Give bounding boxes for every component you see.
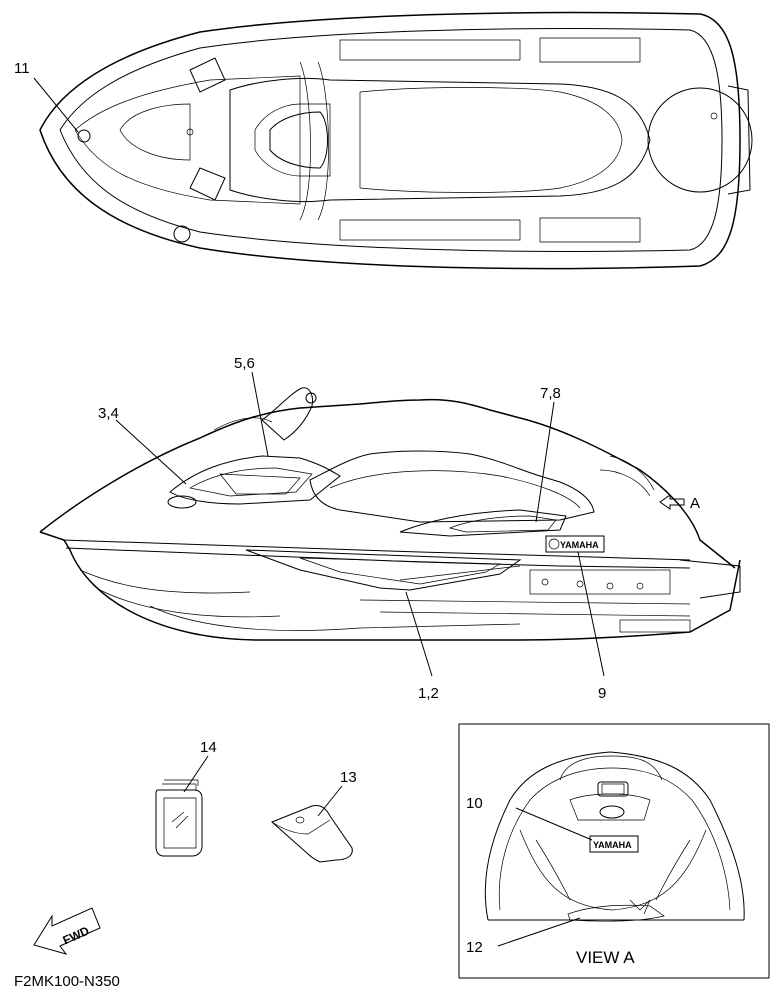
forward-arrow-icon: FWD	[33, 907, 101, 955]
drawing-code: F2MK100-N350	[14, 973, 120, 990]
yamaha-side-decal-text: YAMAHA	[560, 540, 599, 550]
yamaha-side-decal	[545, 535, 605, 553]
leader-line-3-4	[115, 419, 187, 485]
leader-line-9	[577, 551, 605, 677]
callout-10: 10	[466, 795, 483, 812]
side-view-watercraft: YAMAHA	[39, 387, 741, 641]
leader-line-5-6	[251, 371, 269, 457]
leader-line-14	[183, 755, 209, 793]
view-a-arrow-label: A	[690, 495, 700, 512]
callout-1-2: 1,2	[418, 685, 439, 702]
callout-12: 12	[466, 939, 483, 956]
part-14-manual-card	[155, 779, 203, 857]
view-a-box	[458, 723, 770, 979]
callout-13: 13	[340, 769, 357, 786]
top-view-watercraft	[39, 11, 753, 270]
leader-line-12	[497, 917, 581, 947]
forward-arrow-label: FWD	[61, 923, 92, 947]
view-a-rear-watercraft: YAMAHA	[484, 751, 745, 922]
leader-line-11	[33, 77, 79, 133]
yamaha-rear-decal	[589, 835, 639, 853]
part-13-pouch	[271, 805, 353, 863]
view-a-arrow	[659, 494, 685, 510]
callout-11: 11	[14, 60, 30, 77]
view-a-title: VIEW A	[576, 948, 635, 967]
callout-3-4: 3,4	[98, 405, 119, 422]
leader-line-10	[515, 807, 593, 841]
callout-7-8: 7,8	[540, 385, 561, 402]
callout-5-6: 5,6	[234, 355, 255, 372]
leader-line-13	[317, 785, 343, 817]
leader-line-1-2	[405, 591, 433, 677]
yamaha-rear-decal-text: YAMAHA	[593, 840, 632, 850]
callout-14: 14	[200, 739, 217, 756]
callout-9: 9	[598, 685, 606, 702]
leader-line-7-8	[535, 401, 555, 523]
